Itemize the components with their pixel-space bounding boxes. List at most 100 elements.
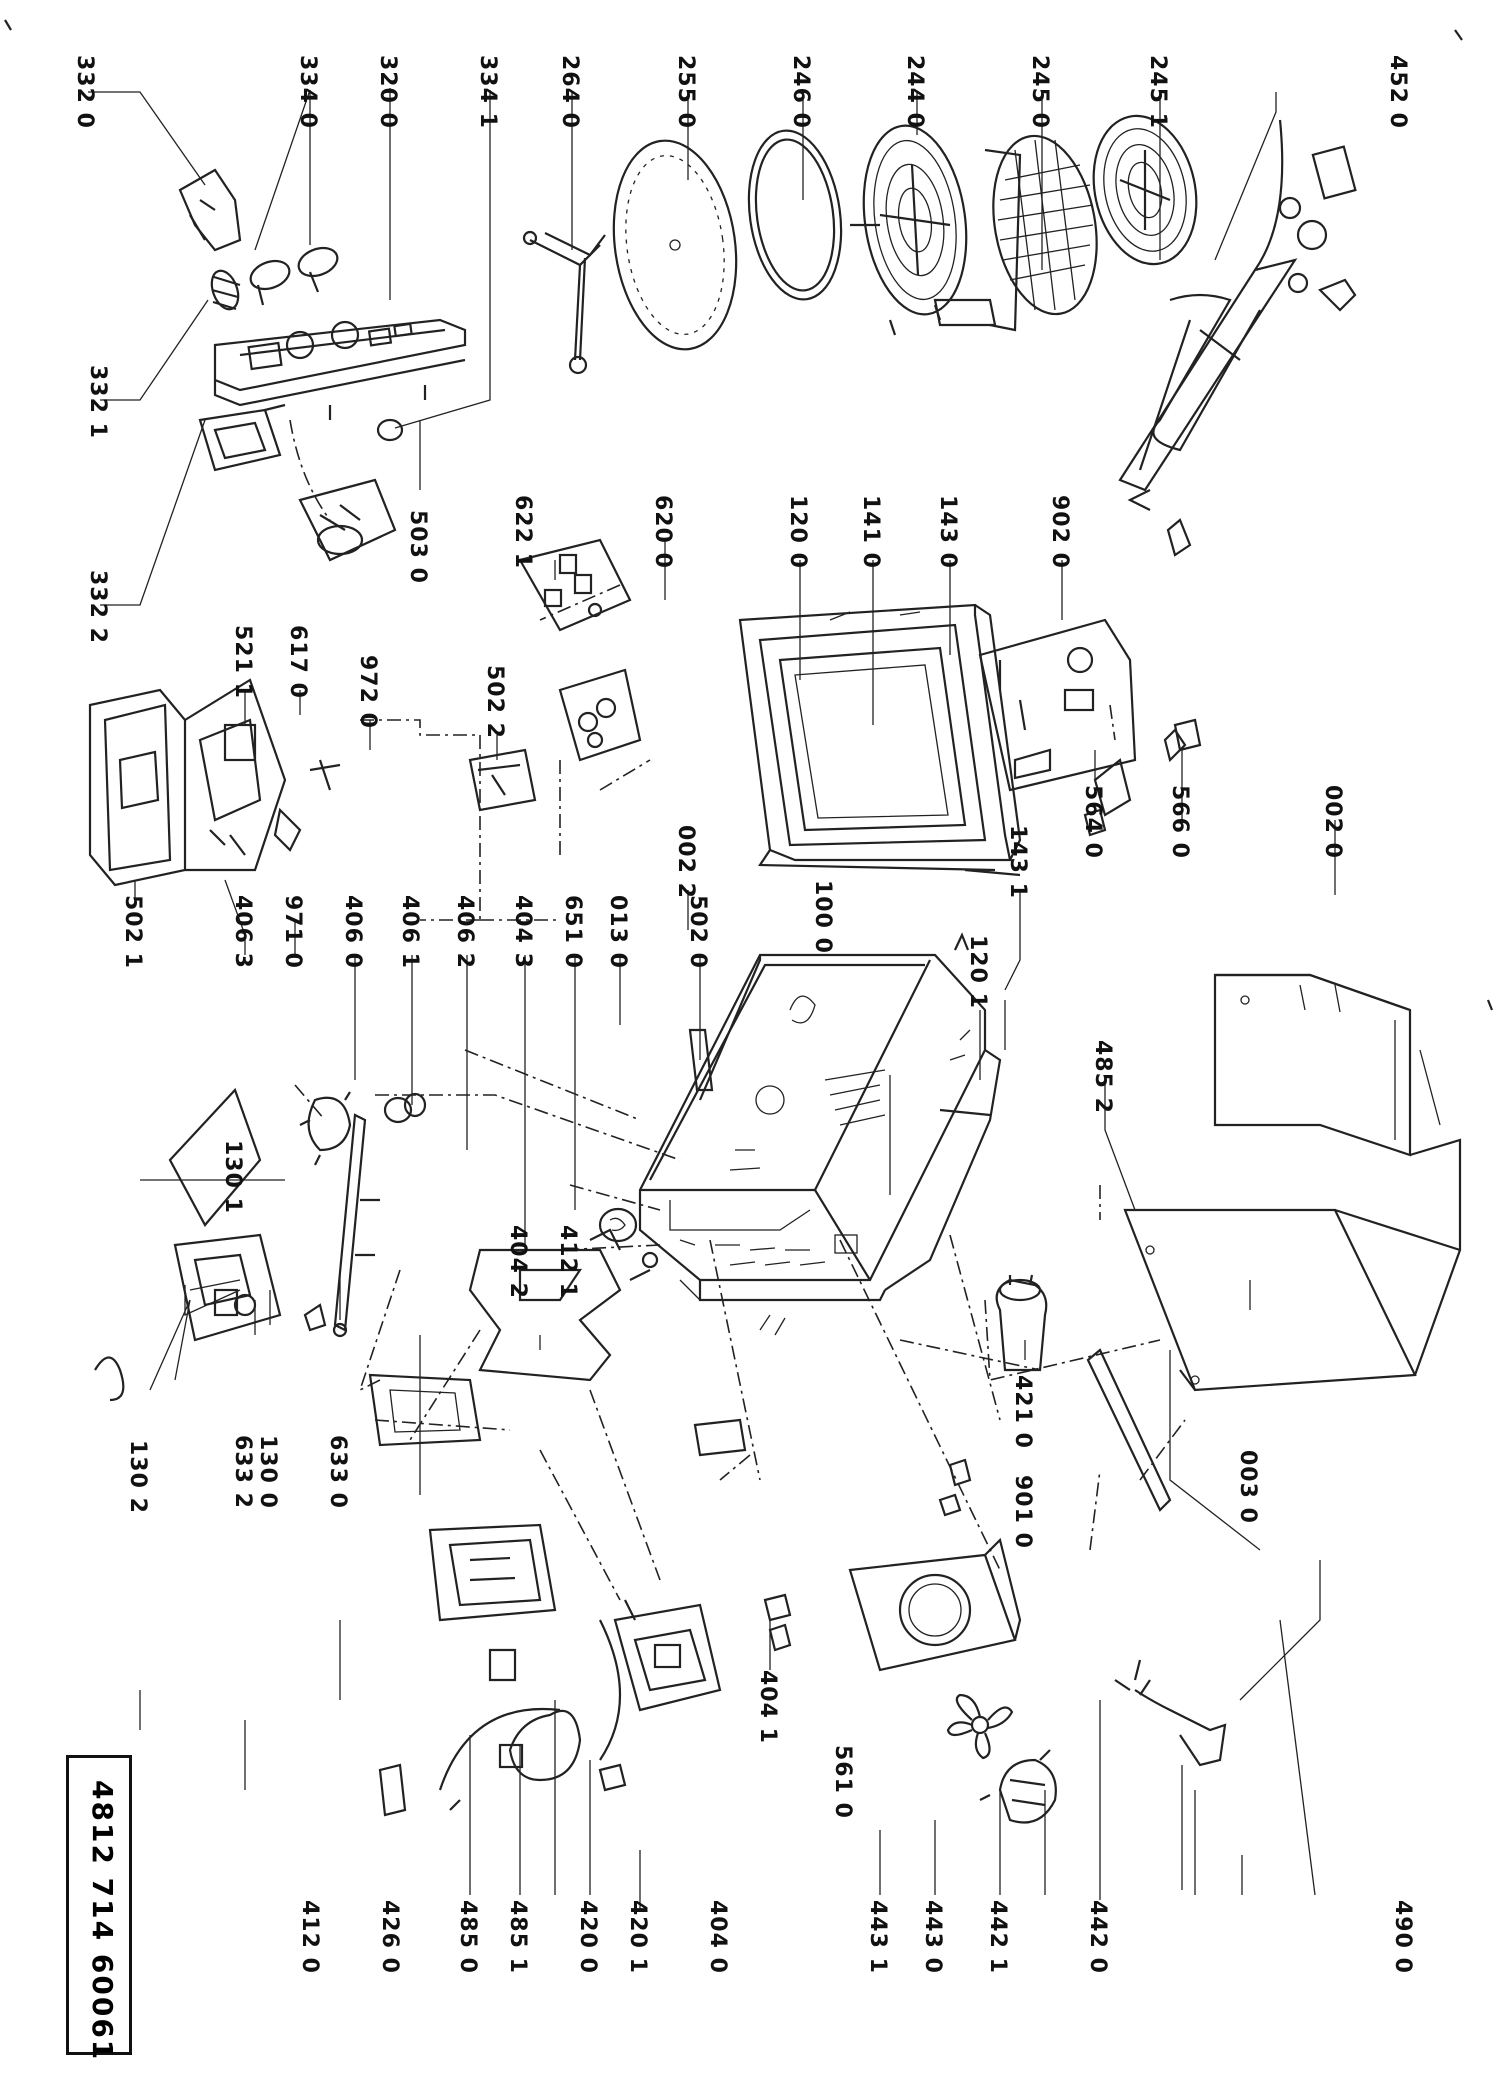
label-566-0: 566 0 bbox=[1167, 785, 1192, 859]
label-485-1: 485 1 bbox=[505, 1900, 530, 1974]
label-334-0: 334 0 bbox=[295, 55, 320, 129]
label-130-0: 130 0 bbox=[255, 1435, 280, 1509]
side-strip bbox=[1086, 1348, 1172, 1512]
label-452-0: 452 0 bbox=[1385, 55, 1410, 129]
label-633-0: 633 0 bbox=[325, 1435, 350, 1509]
label-521-1: 521 1 bbox=[230, 625, 255, 699]
cabinet-cover bbox=[1123, 973, 1462, 1392]
oven-cavity bbox=[638, 953, 1002, 1336]
turntable-support bbox=[850, 124, 968, 336]
label-971-0: 971 0 bbox=[280, 895, 305, 969]
label-421-0: 421 0 bbox=[1010, 1375, 1035, 1449]
label-901-0: 901 0 bbox=[1010, 1475, 1035, 1549]
corner-marks bbox=[4, 19, 1494, 1011]
label-255-0: 255 0 bbox=[673, 55, 698, 129]
label-120-1: 120 1 bbox=[965, 935, 990, 1009]
fuse-holder bbox=[378, 1763, 407, 1817]
label-412-0: 412 0 bbox=[297, 1900, 322, 1974]
label-503-0: 503 0 bbox=[405, 510, 430, 584]
fan-housing bbox=[848, 1537, 1022, 1672]
fan-blade bbox=[946, 1693, 1014, 1760]
thermal-fuse bbox=[598, 1207, 638, 1243]
interlock-switches bbox=[468, 668, 642, 812]
label-404-0: 404 0 bbox=[705, 1900, 730, 1974]
label-003-0: 003 0 bbox=[1235, 1450, 1260, 1524]
grill-plate bbox=[1092, 114, 1198, 266]
label-485-0: 485 0 bbox=[455, 1900, 480, 1974]
glass-tray bbox=[612, 139, 738, 351]
label-564-0: 564 0 bbox=[1080, 785, 1105, 859]
control-knobs bbox=[249, 246, 339, 306]
door-hinge bbox=[978, 618, 1187, 817]
label-502-1: 502 1 bbox=[120, 895, 145, 969]
hinge-pins bbox=[688, 868, 1021, 1092]
label-120-0: 120 0 bbox=[785, 495, 810, 569]
fan-motor bbox=[979, 1749, 1057, 1824]
label-561-0: 561 0 bbox=[830, 1745, 855, 1819]
grill-rack bbox=[933, 134, 1098, 332]
roller-ring bbox=[747, 129, 843, 301]
label-404-1: 404 1 bbox=[755, 1670, 780, 1744]
switch-bracket bbox=[88, 678, 341, 887]
label-651-0: 651 0 bbox=[560, 895, 585, 969]
label-332-0: 332 0 bbox=[72, 55, 97, 129]
relay-board bbox=[518, 538, 632, 632]
fan-bracket-parts bbox=[94, 1233, 327, 1402]
document-number-box: 4812 714 60061 bbox=[66, 1755, 132, 2061]
label-143-1: 143 1 bbox=[1005, 825, 1030, 899]
hv-capacitor bbox=[438, 1619, 627, 1811]
control-board bbox=[298, 478, 397, 562]
label-443-0: 443 0 bbox=[920, 1900, 945, 1974]
transformer bbox=[428, 1523, 557, 1682]
label-502-2: 502 2 bbox=[482, 665, 507, 739]
label-490-0: 490 0 bbox=[1390, 1900, 1415, 1974]
latch-plate bbox=[198, 403, 286, 472]
label-406-3: 406 3 bbox=[230, 895, 255, 969]
sensor-clip bbox=[763, 1593, 792, 1622]
capacitor bbox=[995, 1274, 1048, 1372]
label-332-2: 332 2 bbox=[85, 570, 110, 644]
label-404-3: 404 3 bbox=[510, 895, 535, 969]
label-617-0: 617 0 bbox=[285, 625, 310, 699]
waveguide-cover bbox=[368, 1373, 482, 1447]
label-442-0: 442 0 bbox=[1085, 1900, 1110, 1974]
label-406-2: 406 2 bbox=[452, 895, 477, 969]
lamp-bar bbox=[332, 1113, 380, 1338]
label-502-0: 502 0 bbox=[685, 895, 710, 969]
grill-element bbox=[1118, 119, 1357, 557]
label-002-2: 002 2 bbox=[673, 825, 698, 899]
label-332-1: 332 1 bbox=[85, 365, 110, 439]
label-130-1: 130 1 bbox=[220, 1140, 245, 1214]
label-013-0: 013 0 bbox=[605, 895, 630, 969]
door-latch bbox=[178, 168, 242, 311]
label-443-1: 443 1 bbox=[865, 1900, 890, 1974]
hv-diode bbox=[938, 1458, 972, 1517]
label-002-0: 002 0 bbox=[1320, 785, 1345, 859]
turntable-motor bbox=[299, 1091, 427, 1166]
label-245-0: 245 0 bbox=[1027, 55, 1052, 129]
label-100-0: 100 0 bbox=[810, 880, 835, 954]
label-244-0: 244 0 bbox=[902, 55, 927, 129]
cover-plate bbox=[140, 1087, 285, 1227]
label-130-2: 130 2 bbox=[125, 1440, 150, 1514]
label-633-2: 633 2 bbox=[230, 1435, 255, 1509]
label-420-1: 420 1 bbox=[625, 1900, 650, 1974]
label-334-1: 334 1 bbox=[475, 55, 500, 129]
label-442-1: 442 1 bbox=[985, 1900, 1010, 1974]
release-button bbox=[376, 418, 404, 442]
label-622-1: 622 1 bbox=[510, 495, 535, 569]
label-620-0: 620 0 bbox=[650, 495, 675, 569]
door-switch-parts bbox=[1083, 718, 1202, 837]
label-902-0: 902 0 bbox=[1047, 495, 1072, 569]
magnetron bbox=[613, 1599, 722, 1712]
mains-cable bbox=[1114, 1659, 1227, 1767]
label-485-2: 485 2 bbox=[1090, 1040, 1115, 1114]
label-141-0: 141 0 bbox=[858, 495, 883, 569]
mount-clip bbox=[693, 1418, 792, 1652]
label-246-0: 246 0 bbox=[788, 55, 813, 129]
leader-lines bbox=[88, 88, 1336, 1910]
label-420-0: 420 0 bbox=[575, 1900, 600, 1974]
label-245-1: 245 1 bbox=[1145, 55, 1170, 129]
magnetron-bracket bbox=[468, 1228, 659, 1382]
